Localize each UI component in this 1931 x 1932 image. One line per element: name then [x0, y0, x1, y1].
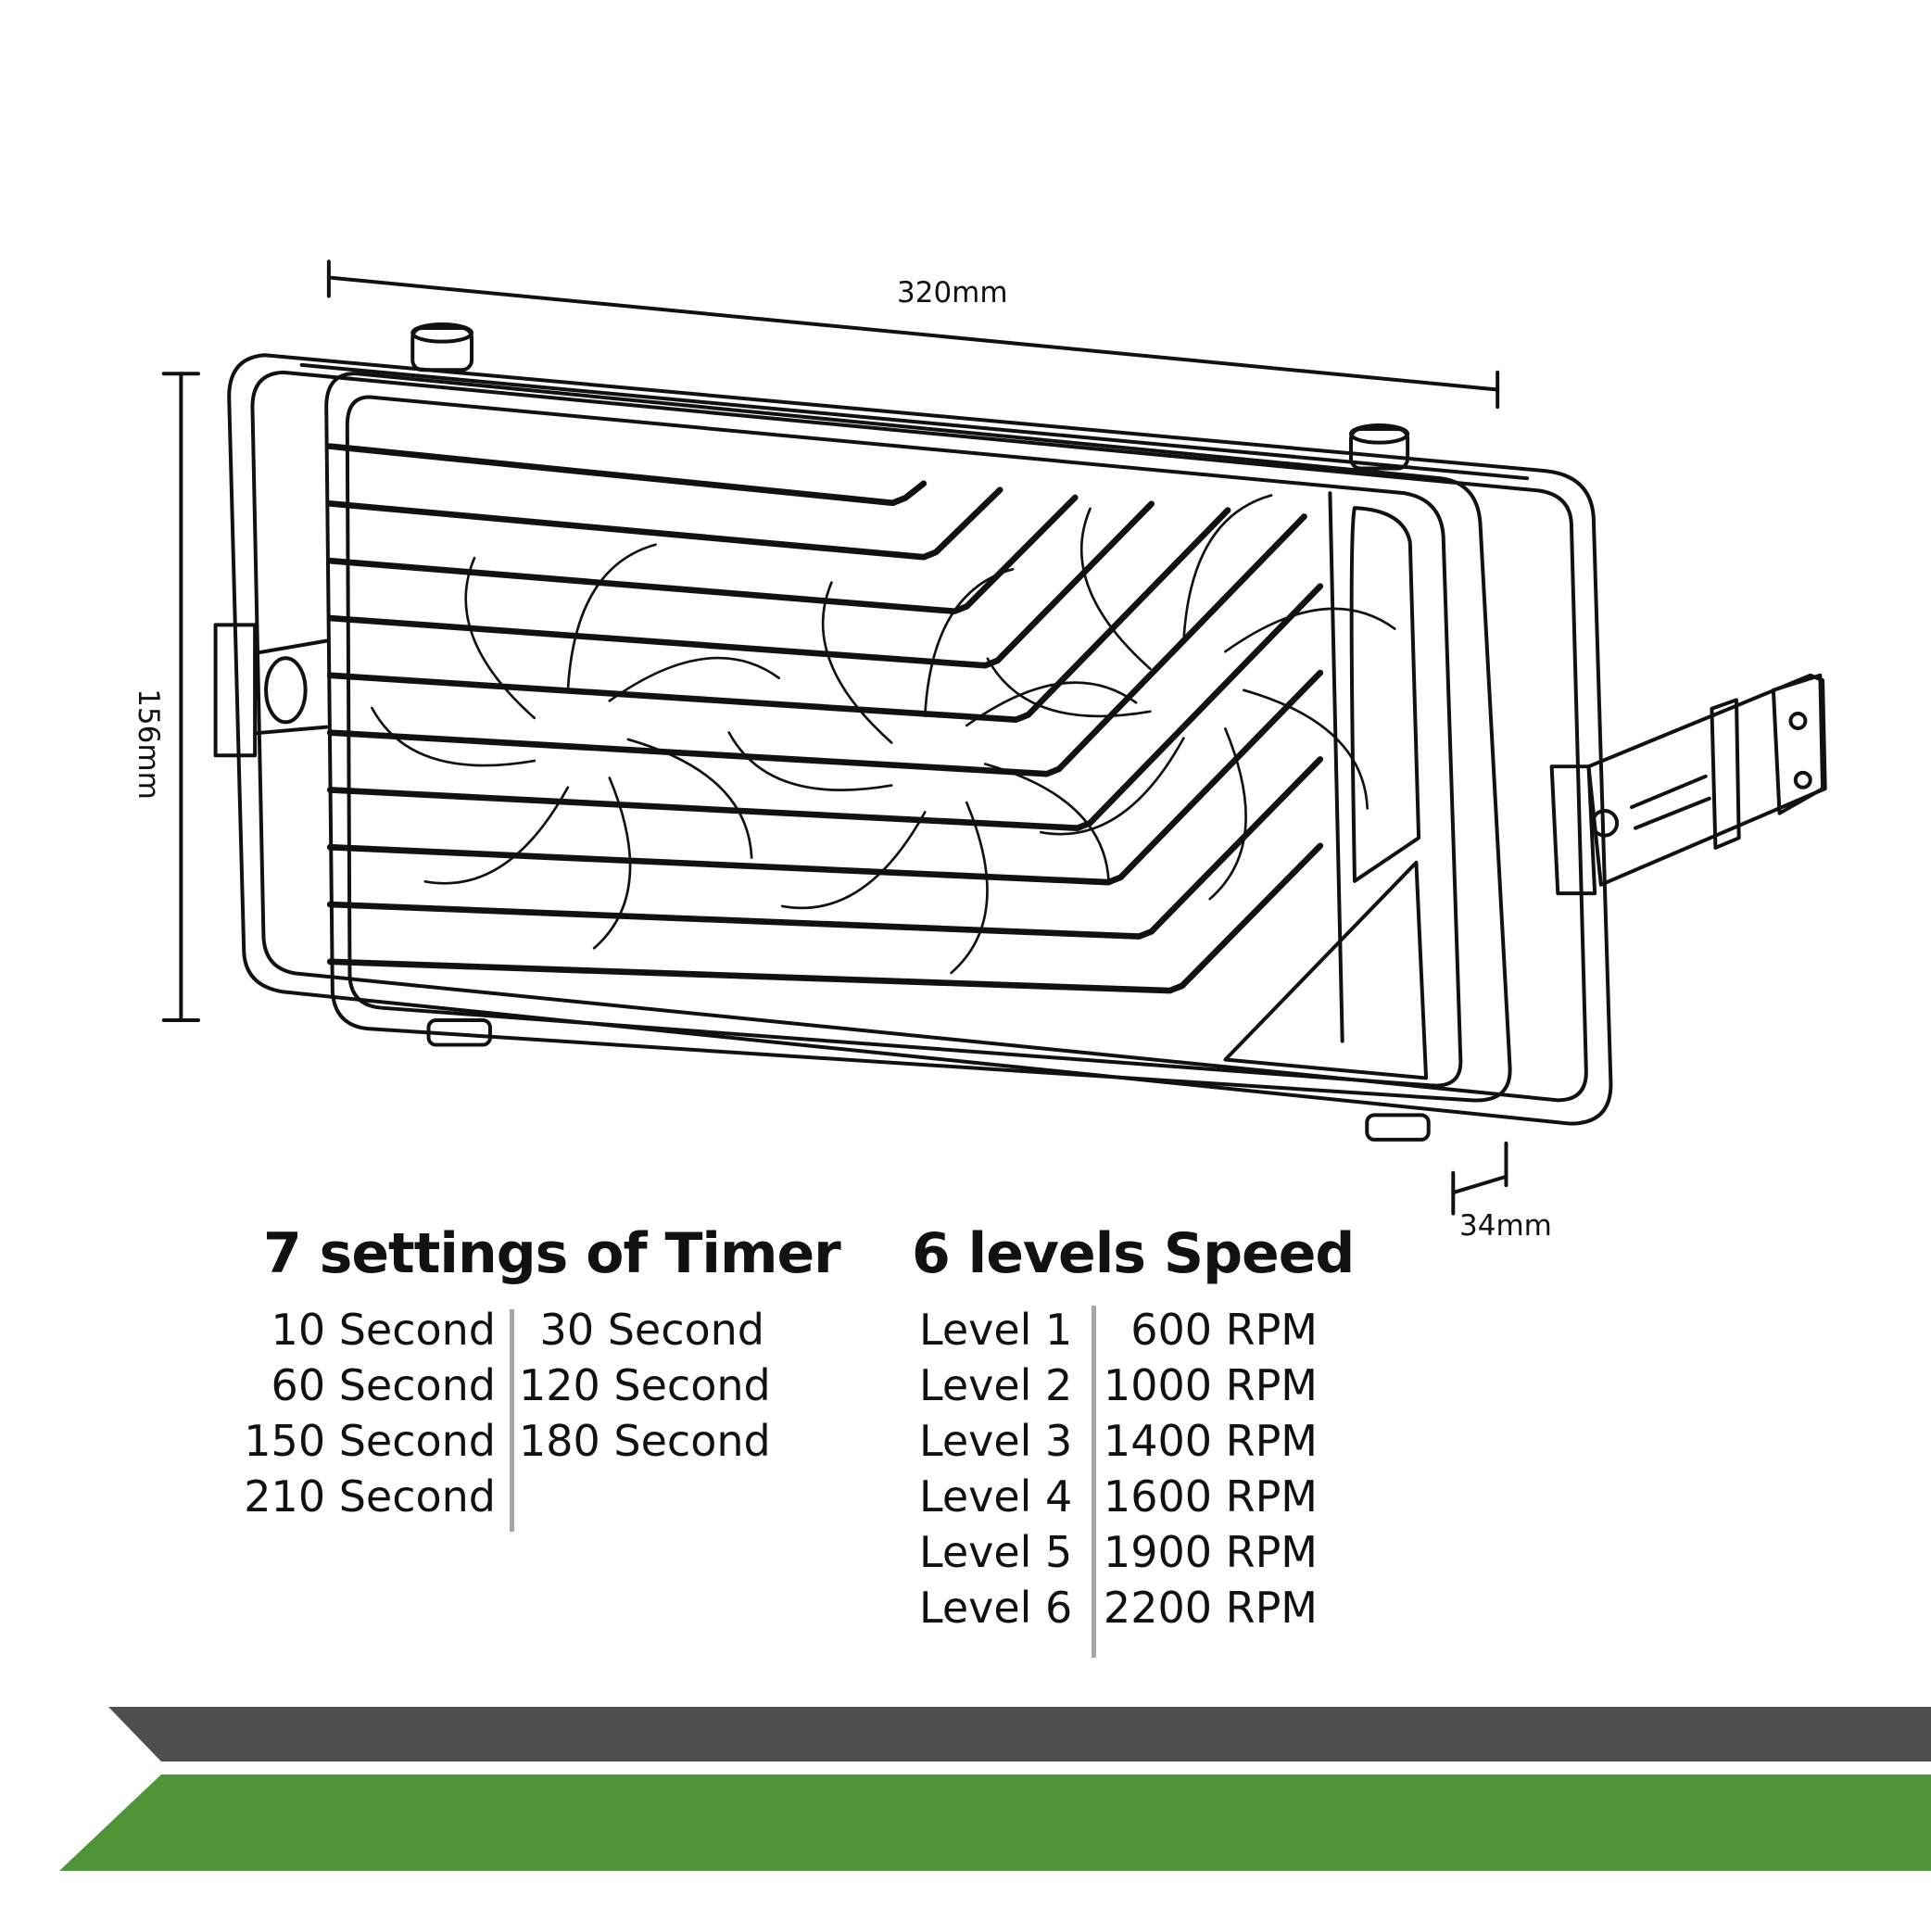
- speed-level: Level 4: [919, 1471, 1073, 1522]
- fan-blade: [950, 801, 989, 975]
- timer-option: 120 Second: [519, 1360, 771, 1410]
- grille-bar: [326, 507, 1231, 724]
- fan-blade: [727, 731, 893, 791]
- timer-option: 60 Second: [271, 1360, 496, 1410]
- speed-rpm: 1000 RPM: [1103, 1360, 1318, 1410]
- grille-bar: [326, 756, 1324, 940]
- speed-divider: [1092, 1306, 1096, 1658]
- speed-title: 6 levels Speed: [912, 1221, 1355, 1286]
- depth-dimension-line: [1451, 1141, 1508, 1216]
- fan-blade: [1224, 607, 1396, 653]
- length-label: 320mm: [897, 276, 1008, 309]
- timer-option: 10 Second: [271, 1305, 496, 1355]
- grille-bar: [326, 486, 1003, 561]
- fan-blade: [1079, 507, 1152, 671]
- length-dimension-line: [326, 259, 1500, 410]
- speed-level: Level 3: [919, 1416, 1073, 1466]
- left-clamp: [213, 623, 329, 758]
- timer-option: 30 Second: [539, 1305, 764, 1355]
- rear-frame: [227, 353, 1613, 1126]
- height-dimension-line: [161, 372, 200, 1022]
- grille-bar: [326, 583, 1324, 831]
- fan-blade: [626, 738, 753, 859]
- height-label: 156mm: [131, 688, 165, 800]
- right-bracket: [1549, 673, 1827, 896]
- fan-blade: [821, 581, 893, 744]
- speed-rpm: 1900 RPM: [1103, 1527, 1318, 1577]
- grille-bar: [326, 513, 1307, 777]
- speed-levels-column: Level 1 Level 2 Level 3 Level 4 Level 5 …: [919, 1302, 1072, 1635]
- grille-bar: [326, 494, 1079, 615]
- timer-option: 210 Second: [244, 1471, 496, 1522]
- fan-blade: [370, 706, 536, 767]
- speed-rpm-column: 600 RPM 1000 RPM 1400 RPM 1600 RPM 1900 …: [1103, 1302, 1318, 1635]
- knob-icons: [410, 322, 1431, 1142]
- grille-bar: [326, 500, 1155, 669]
- speed-rpm: 1600 RPM: [1103, 1471, 1318, 1522]
- timer-option: 150 Second: [244, 1416, 496, 1466]
- fan-blade: [592, 777, 632, 950]
- timer-left-column: 10 Second 60 Second 150 Second 210 Secon…: [241, 1302, 496, 1524]
- speed-level: Level 6: [919, 1583, 1073, 1633]
- speed-rpm: 1400 RPM: [1103, 1416, 1318, 1466]
- fan-blades: [370, 494, 1396, 975]
- fan-blade: [1182, 494, 1273, 644]
- speed-rpm: 2200 RPM: [1103, 1583, 1318, 1633]
- green-band: [59, 1774, 1931, 1871]
- grille-bar: [326, 669, 1324, 886]
- timer-title: 7 settings of Timer: [263, 1221, 841, 1286]
- timer-divider: [510, 1309, 514, 1532]
- fan-blade: [965, 681, 1138, 727]
- speed-rpm: 600 RPM: [1130, 1305, 1318, 1355]
- grille-bar: [326, 443, 928, 507]
- timer-option: 180 Second: [519, 1416, 771, 1466]
- timer-right-column: 30 Second 120 Second 180 Second: [519, 1302, 771, 1469]
- speed-level: Level 1: [919, 1305, 1073, 1355]
- fan-blade: [1208, 727, 1247, 901]
- fan-grille: [326, 443, 1324, 994]
- fan-blade: [423, 786, 570, 885]
- grille-bar: [326, 842, 1324, 994]
- fan-blade: [780, 811, 927, 910]
- fan-body: [324, 372, 1512, 1103]
- fan-blade: [983, 763, 1110, 884]
- fan-blade: [1040, 737, 1185, 836]
- dark-band: [108, 1707, 1931, 1762]
- fan-blade: [923, 568, 1015, 718]
- fan-blade: [464, 556, 536, 720]
- speed-level: Level 5: [919, 1527, 1073, 1577]
- speed-level: Level 2: [919, 1360, 1073, 1410]
- fan-blade: [1243, 688, 1369, 810]
- fan-blade: [986, 657, 1152, 718]
- fan-blade: [566, 543, 657, 693]
- fan-blade: [608, 656, 781, 702]
- depth-label: 34mm: [1459, 1209, 1552, 1243]
